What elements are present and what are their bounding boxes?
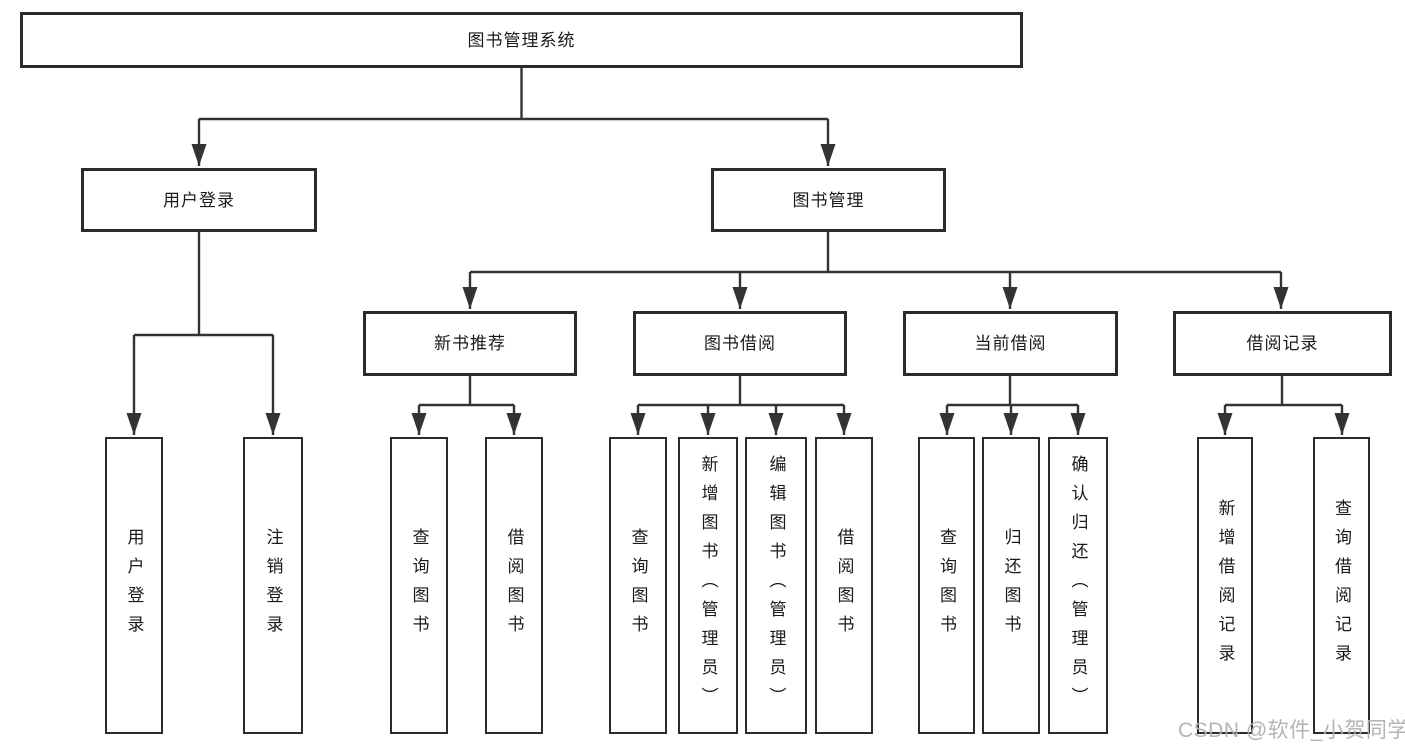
node-user-login-branch: 用户登录 [81,168,317,232]
leaf-query-books-recommend: 查询图书 [390,437,448,734]
leaf-query-books-recommend-label: 查询图书 [409,527,429,644]
leaf-add-borrow-record-label: 新增借阅记录 [1215,498,1235,673]
leaf-edit-books-admin-label: 编辑图书（管理员） [766,455,786,716]
leaf-query-books-borrowing-label: 查询图书 [628,527,648,644]
leaf-confirm-return-admin: 确认归还（管理员） [1048,437,1108,734]
watermark: CSDN @软件_小贺同学 [1178,719,1405,742]
leaf-edit-books-admin: 编辑图书（管理员） [745,437,807,734]
leaf-query-books-current-label: 查询图书 [937,527,956,644]
leaf-query-books-borrowing: 查询图书 [609,437,667,734]
leaf-add-books-admin: 新增图书（管理员） [678,437,738,734]
leaf-borrow-books-borrowing-label: 借阅图书 [834,527,854,644]
leaf-logout-label: 注销登录 [263,527,283,644]
node-book-management-branch: 图书管理 [711,168,946,232]
leaf-confirm-return-admin-label: 确认归还（管理员） [1068,455,1088,716]
leaf-return-books-label: 归还图书 [1001,527,1021,644]
leaf-borrow-books-recommend: 借阅图书 [485,437,543,734]
node-book-borrowing: 图书借阅 [633,311,847,376]
node-current-borrowing: 当前借阅 [903,311,1118,376]
leaf-borrow-books-recommend-label: 借阅图书 [504,527,524,644]
leaf-query-books-current: 查询图书 [918,437,975,734]
node-borrowing-records: 借阅记录 [1173,311,1392,376]
leaf-user-login: 用户登录 [105,437,163,734]
leaf-borrow-books-borrowing: 借阅图书 [815,437,873,734]
leaf-add-borrow-record: 新增借阅记录 [1197,437,1253,734]
leaf-add-books-admin-label: 新增图书（管理员） [698,455,718,716]
leaf-query-borrow-record: 查询借阅记录 [1313,437,1370,734]
leaf-user-login-label: 用户登录 [124,527,144,644]
leaf-return-books: 归还图书 [982,437,1040,734]
leaf-query-borrow-record-label: 查询借阅记录 [1332,498,1351,673]
node-book-management-system: 图书管理系统 [20,12,1023,68]
leaf-logout: 注销登录 [243,437,303,734]
node-new-book-recommendation: 新书推荐 [363,311,577,376]
